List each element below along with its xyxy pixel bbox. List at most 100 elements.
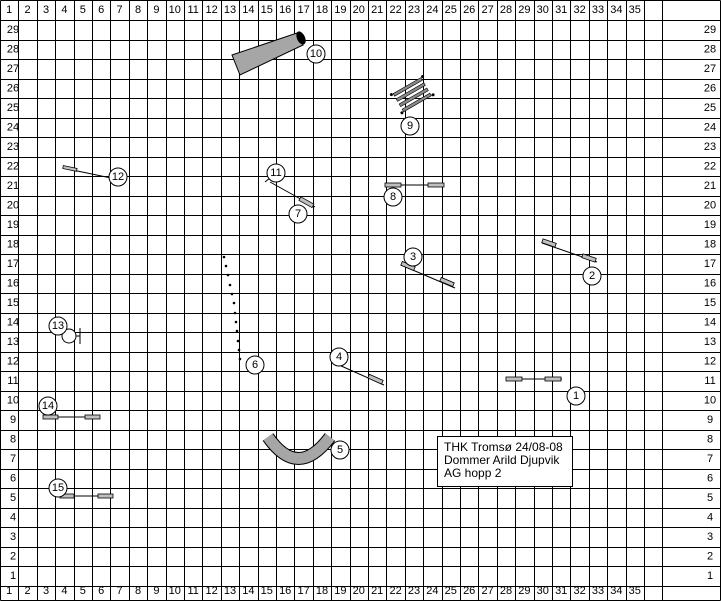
number-marker-5: 5 — [330, 440, 350, 460]
column-label-top: 19 — [334, 4, 346, 16]
svg-text:6: 6 — [252, 359, 258, 371]
row-label-right: 6 — [707, 472, 713, 484]
row-label-left: 27 — [7, 63, 19, 75]
row-label-right: 26 — [704, 82, 716, 94]
column-label-top: 28 — [500, 4, 512, 16]
column-label-top: 8 — [135, 4, 141, 16]
obstacle-10-collapsed-tunnel — [231, 31, 306, 76]
column-label-top: 10 — [169, 4, 181, 16]
column-label-bottom: 33 — [592, 585, 604, 597]
row-label-left: 6 — [10, 472, 16, 484]
row-label-left: 11 — [7, 375, 18, 387]
row-label-right: 16 — [704, 277, 716, 289]
row-label-right: 11 — [704, 375, 715, 387]
svg-text:12: 12 — [112, 171, 124, 183]
column-label-top: 11 — [187, 4, 198, 16]
column-label-bottom: 17 — [297, 585, 309, 597]
number-marker-1: 1 — [566, 386, 586, 406]
column-label-top: 32 — [573, 4, 585, 16]
column-label-bottom: 27 — [481, 585, 493, 597]
column-label-top: 22 — [389, 4, 401, 16]
column-label-bottom: 25 — [445, 585, 457, 597]
column-label-bottom: 13 — [224, 585, 236, 597]
number-marker-2: 2 — [582, 266, 602, 286]
row-label-right: 5 — [707, 492, 713, 504]
row-label-right: 2 — [707, 550, 713, 562]
row-label-left: 8 — [10, 433, 16, 445]
svg-text:1: 1 — [573, 390, 579, 402]
row-label-left: 29 — [7, 24, 19, 36]
column-label-bottom: 23 — [408, 585, 420, 597]
row-label-right: 10 — [704, 394, 716, 406]
obstacle-15-jump — [59, 493, 114, 499]
row-label-left: 21 — [7, 180, 19, 192]
column-label-bottom: 10 — [169, 585, 181, 597]
row-label-right: 13 — [704, 336, 716, 348]
column-label-top: 17 — [297, 4, 309, 16]
row-label-left: 13 — [7, 336, 19, 348]
column-label-top: 31 — [555, 4, 567, 16]
column-label-top: 12 — [205, 4, 217, 16]
column-label-bottom: 28 — [500, 585, 512, 597]
number-marker-9: 9 — [400, 116, 420, 136]
row-label-left: 7 — [10, 453, 16, 465]
column-label-bottom: 30 — [537, 585, 549, 597]
obstacle-13-tyre — [61, 328, 81, 344]
column-label-bottom: 19 — [334, 585, 346, 597]
column-label-top: 27 — [481, 4, 493, 16]
svg-text:15: 15 — [52, 482, 64, 494]
column-label-top: 13 — [224, 4, 236, 16]
obstacle-9-long-jump — [389, 75, 435, 115]
row-label-left: 26 — [7, 82, 19, 94]
row-label-right: 8 — [707, 433, 713, 445]
svg-text:13: 13 — [52, 320, 64, 332]
svg-text:2: 2 — [589, 270, 595, 282]
row-label-right: 4 — [707, 511, 713, 523]
row-label-right: 29 — [704, 24, 716, 36]
obstacle-14-jump — [42, 414, 101, 420]
row-label-right: 22 — [704, 160, 716, 172]
column-label-bottom: 14 — [242, 585, 254, 597]
row-label-left: 18 — [7, 238, 19, 250]
column-label-top: 9 — [153, 4, 159, 16]
column-label-bottom: 16 — [279, 585, 291, 597]
column-label-bottom: 32 — [573, 585, 585, 597]
column-label-top: 15 — [261, 4, 273, 16]
column-label-top: 21 — [371, 4, 383, 16]
row-label-right: 15 — [704, 297, 716, 309]
column-label-top: 1 — [6, 4, 12, 16]
number-marker-8: 8 — [383, 187, 403, 207]
column-label-bottom: 2 — [25, 585, 31, 597]
column-label-top: 30 — [537, 4, 549, 16]
number-marker-6: 6 — [245, 355, 265, 375]
column-label-top: 14 — [242, 4, 254, 16]
svg-text:10: 10 — [310, 48, 322, 60]
row-label-left: 22 — [7, 160, 19, 172]
info-judge: Dommer Arild Djupvik — [444, 453, 560, 467]
column-label-bottom: 31 — [555, 585, 567, 597]
column-label-bottom: 1 — [6, 585, 12, 597]
number-marker-13: 13 — [48, 316, 68, 336]
number-marker-15: 15 — [48, 478, 68, 498]
column-label-bottom: 12 — [205, 585, 217, 597]
column-label-bottom: 8 — [135, 585, 141, 597]
column-label-bottom: 34 — [610, 585, 622, 597]
column-label-top: 25 — [445, 4, 457, 16]
row-label-right: 7 — [707, 453, 713, 465]
row-label-right: 12 — [704, 355, 716, 367]
row-label-left: 2 — [10, 550, 16, 562]
column-label-top: 34 — [610, 4, 622, 16]
svg-text:4: 4 — [336, 351, 342, 363]
column-label-top: 16 — [279, 4, 291, 16]
svg-text:14: 14 — [42, 400, 54, 412]
obstacle-7-jump — [269, 181, 316, 209]
column-label-bottom: 18 — [316, 585, 328, 597]
course-info-box: THK Tromsø 24/08-08 Dommer Arild Djupvik… — [437, 436, 573, 487]
row-label-right: 21 — [704, 180, 716, 192]
row-label-right: 23 — [704, 141, 716, 153]
number-marker-10: 10 — [306, 44, 326, 64]
row-label-left: 19 — [7, 219, 19, 231]
